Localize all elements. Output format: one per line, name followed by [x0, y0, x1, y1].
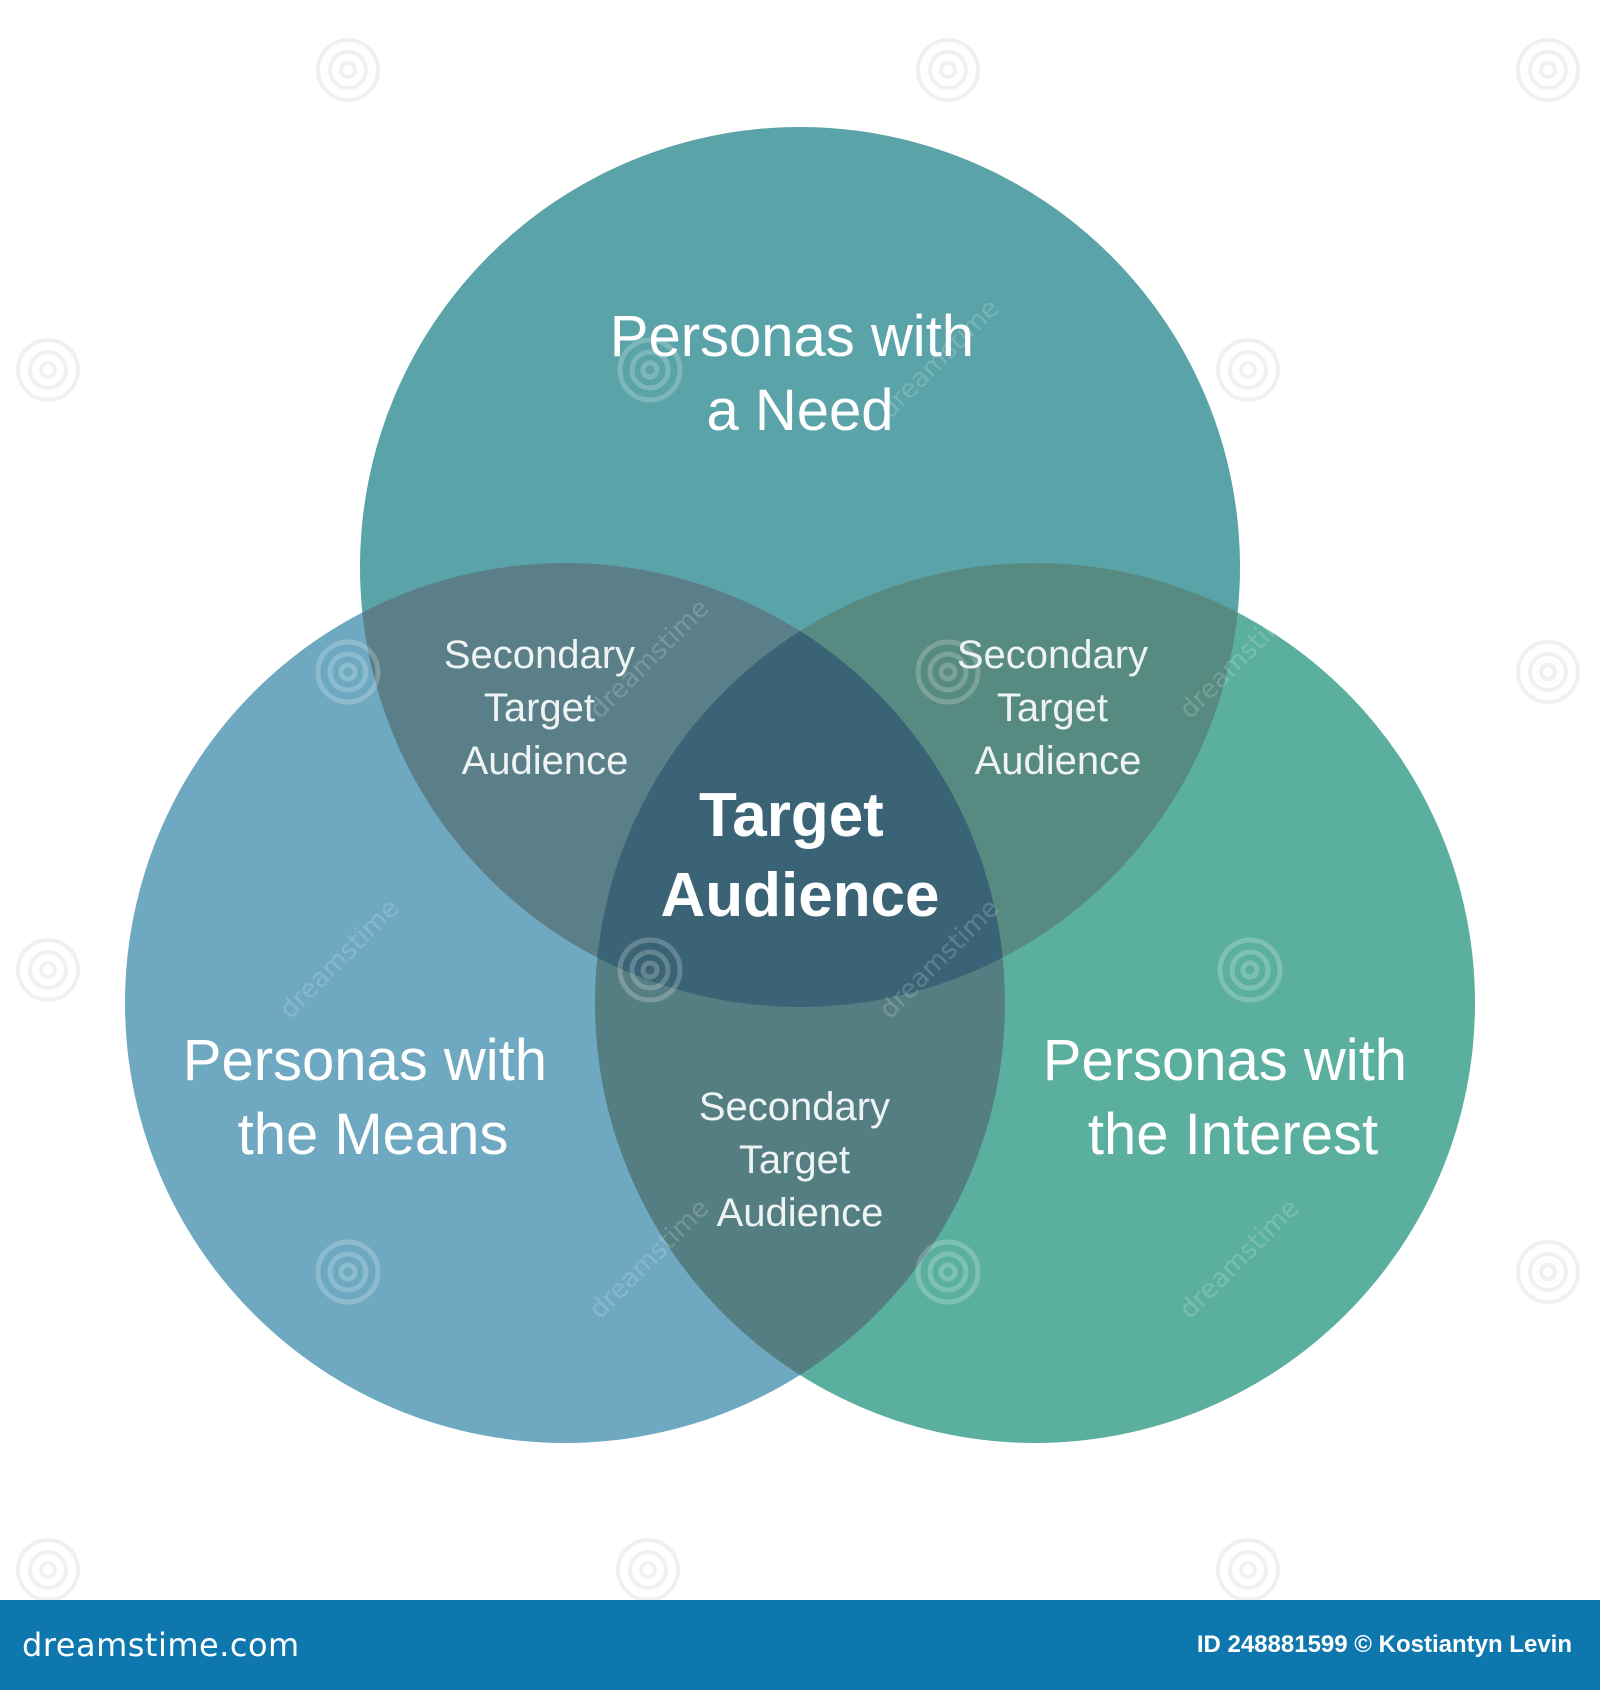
label-interest: Personas with the Interest — [1043, 1028, 1423, 1167]
footer-credit: ID 248881599 © Kostiantyn Levin — [1196, 1631, 1572, 1658]
footer-bar: dreamstime.com ID 248881599 © Kostiantyn… — [0, 1600, 1600, 1690]
label-secondary-need-interest-line-2: Target — [997, 686, 1108, 730]
label-secondary-need-means-line-2: Target — [484, 686, 595, 730]
label-need: Personas with a Need — [610, 304, 990, 443]
label-target-audience-line-2: Audience — [660, 861, 939, 930]
label-need-line-1: Personas with — [610, 304, 974, 369]
label-secondary-need-means: Secondary Target Audience — [444, 633, 646, 783]
label-means-line-1: Personas with — [183, 1028, 547, 1093]
label-means-line-2: the Means — [238, 1102, 509, 1167]
label-interest-line-2: the Interest — [1088, 1102, 1378, 1167]
label-secondary-means-interest-line-1: Secondary — [699, 1085, 890, 1129]
watermark-spirals — [16, 38, 1580, 1600]
label-need-line-2: a Need — [706, 378, 893, 443]
label-secondary-means-interest-line-3: Audience — [717, 1191, 884, 1235]
label-means: Personas with the Means — [183, 1028, 563, 1167]
label-secondary-need-means-line-3: Audience — [462, 739, 629, 783]
label-secondary-need-interest-line-1: Secondary — [957, 633, 1148, 677]
label-secondary-need-interest-line-3: Audience — [975, 739, 1142, 783]
label-interest-line-1: Personas with — [1043, 1028, 1407, 1093]
label-secondary-means-interest-line-2: Target — [739, 1138, 850, 1182]
label-secondary-need-interest: Secondary Target Audience — [957, 633, 1159, 783]
label-target-audience-line-1: Target — [699, 781, 884, 850]
label-secondary-means-interest: Secondary Target Audience — [699, 1085, 901, 1235]
label-secondary-need-means-line-1: Secondary — [444, 633, 635, 677]
footer-site-name[interactable]: dreamstime.com — [22, 1626, 300, 1664]
label-target-audience: Target Audience — [660, 781, 939, 930]
intersection-center — [595, 563, 1005, 1007]
venn-diagram: dreamstime dreamstime dreamstime dreamst… — [16, 38, 1580, 1600]
